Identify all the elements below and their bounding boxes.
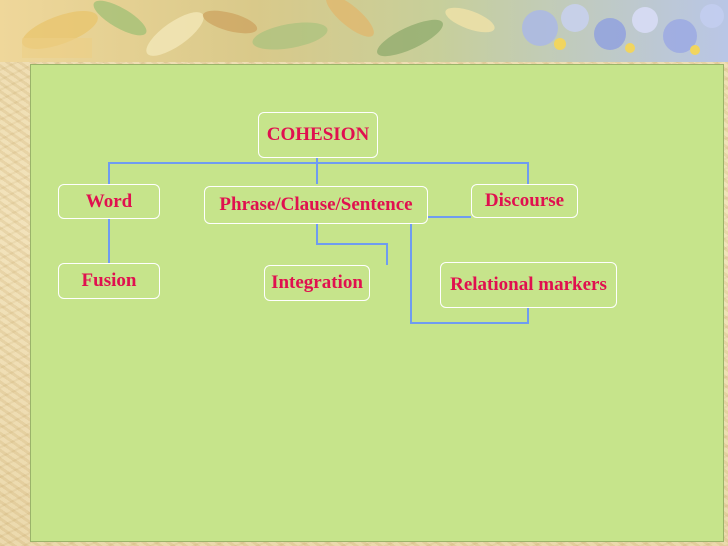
content-panel: COHESION Word Phrase/Clause/Sentence Dis… [30,64,724,542]
node-integration: Integration [264,265,370,301]
node-phrase-clause-sentence: Phrase/Clause/Sentence [204,186,428,224]
connector-root-bus [108,162,529,184]
connector-phrase-integration [316,224,388,265]
node-integration-label: Integration [271,272,363,293]
node-cohesion-label: COHESION [266,124,370,145]
node-word-label: Word [85,190,133,212]
node-fusion: Fusion [58,263,160,299]
connector-phrase-relational [410,224,529,324]
node-phrase-clause-sentence-label: Phrase/Clause/Sentence [219,194,413,215]
decorative-banner [0,0,728,62]
node-discourse-label: Discourse [484,190,565,211]
node-cohesion: COHESION [258,112,378,158]
node-word: Word [58,184,160,219]
cohesion-diagram-connectors [108,157,529,324]
floral-banner-image [0,0,728,62]
node-fusion-label: Fusion [81,270,137,291]
node-relational-markers: Relational markers [440,262,617,308]
node-discourse: Discourse [471,184,578,218]
node-relational-markers-label: Relational markers [450,274,607,295]
